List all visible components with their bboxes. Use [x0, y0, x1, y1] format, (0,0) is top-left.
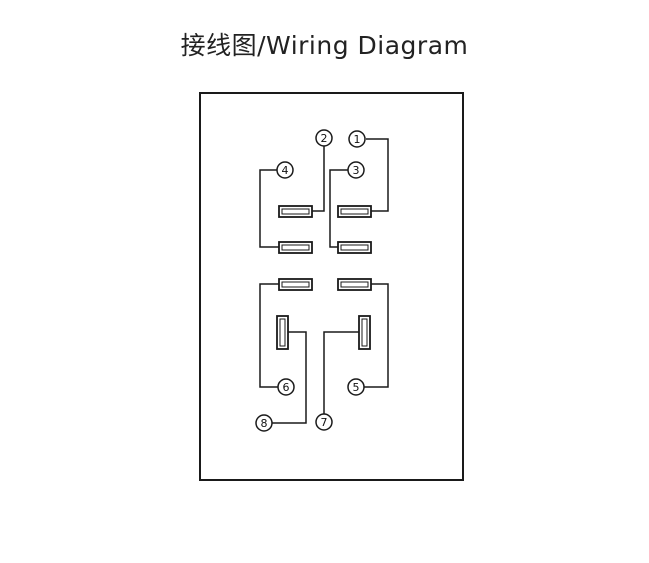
pin-markers: 1 2 3 4 5 6 7 8: [255, 129, 366, 432]
wire-pin-1: [366, 138, 389, 212]
terminal-slot-7: [358, 315, 371, 350]
terminal-slot-2: [278, 205, 313, 218]
wire-pin-6: [259, 283, 279, 388]
terminal-slot-8: [276, 315, 289, 350]
pin-1-label: 1: [354, 133, 361, 146]
pin-4: 4: [276, 161, 294, 179]
terminal-slot-1: [337, 205, 372, 218]
pin-2: 2: [315, 129, 333, 147]
pin-4-label: 4: [282, 164, 289, 177]
pin-7: 7: [315, 413, 333, 431]
terminal-slot-6: [278, 278, 313, 291]
pin-5: 5: [347, 378, 365, 396]
pin-6: 6: [277, 378, 295, 396]
relay-base-outline: [199, 92, 464, 481]
page-title: 接线图/Wiring Diagram: [180, 31, 469, 60]
pin-1: 1: [348, 130, 366, 148]
pin-3: 3: [347, 161, 365, 179]
pin-6-label: 6: [283, 381, 290, 394]
wire-pin-7: [323, 331, 359, 414]
pin-2-label: 2: [321, 132, 328, 145]
wire-pin-4: [259, 169, 279, 248]
terminal-slots: [276, 205, 372, 350]
terminal-slot-3: [337, 241, 372, 254]
pin-5-label: 5: [353, 381, 360, 394]
wire-pin-8: [272, 331, 307, 424]
pin-8: 8: [255, 414, 273, 432]
wire-pin-5: [364, 283, 389, 388]
pin-8-label: 8: [261, 417, 268, 430]
wires: [259, 138, 389, 424]
terminal-slot-5: [337, 278, 372, 291]
pin-7-label: 7: [321, 416, 328, 429]
terminal-slot-4: [278, 241, 313, 254]
pin-3-label: 3: [353, 164, 360, 177]
wire-pin2: [312, 146, 325, 212]
wire-pin-3: [329, 169, 348, 248]
